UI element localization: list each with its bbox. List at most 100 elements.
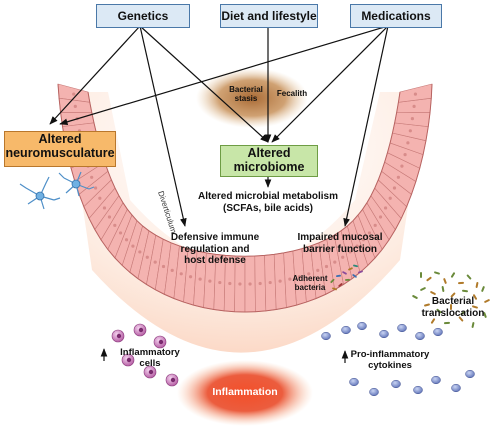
- cell-nucleus: [145, 255, 149, 259]
- cytokine: [369, 387, 379, 397]
- bacterium: [458, 281, 464, 285]
- arrow-medications-to-barrier: [343, 25, 389, 227]
- cytokine: [379, 329, 389, 339]
- bacterium: [444, 321, 450, 325]
- immune-regulation-label: Defensive immune regulation and host def…: [170, 232, 260, 266]
- cell-nucleus: [406, 141, 410, 145]
- altered-neuromusculature-box: Altered neuromusculature: [4, 131, 116, 167]
- cell-nucleus: [268, 280, 272, 285]
- cytokine: [451, 383, 461, 393]
- cell-nucleus: [218, 280, 222, 285]
- cell-nucleus: [408, 129, 412, 133]
- cell-nucleus: [72, 92, 76, 96]
- cell-nucleus: [400, 164, 404, 168]
- inflammatory-cell-nucleus: [170, 377, 176, 383]
- cell-nucleus: [324, 264, 329, 269]
- arrows: [49, 25, 389, 363]
- altered-microbiome-label: Altered microbiome: [233, 146, 305, 175]
- bacterium: [460, 310, 466, 316]
- cell-nucleus: [297, 275, 302, 279]
- diet-lifestyle-box: Diet and lifestyle: [220, 4, 318, 28]
- cell-nucleus: [373, 223, 377, 227]
- bacterium: [483, 312, 487, 318]
- inflammatory-cell-nucleus: [116, 333, 122, 339]
- inflammatory-cell-nucleus: [158, 339, 164, 345]
- bacterium: [336, 274, 341, 278]
- arrow-genetics-to-immune: [139, 25, 187, 227]
- cell-nucleus: [333, 260, 337, 264]
- bacterium: [330, 278, 335, 283]
- cell-nucleus: [228, 281, 232, 286]
- altered-neuromusculature-label: Altered neuromusculature: [5, 132, 115, 161]
- cell-nucleus: [198, 277, 202, 281]
- epithelium-basement-membrane: [57, 83, 433, 313]
- bacterium: [430, 318, 436, 324]
- cell-nucleus: [73, 104, 77, 108]
- bacterium: [466, 274, 472, 280]
- cytokine: [415, 331, 425, 341]
- cell-nucleus: [288, 277, 292, 281]
- cytokines-cluster: [321, 321, 475, 397]
- bacterium: [353, 264, 358, 268]
- bacterium: [352, 274, 357, 278]
- inflammatory-cells-label: Inflammatory cells: [120, 347, 180, 369]
- altered-metabolism-label: Altered microbial metabolism (SCFAs, bil…: [197, 191, 339, 214]
- cell-nucleus: [378, 215, 383, 219]
- cell-nucleus: [341, 255, 345, 259]
- cell-nucleus: [392, 186, 397, 190]
- diverticulum-label: Diverticulum: [156, 190, 178, 235]
- neuron-icon: [58, 171, 95, 197]
- bacterium: [472, 305, 478, 309]
- cytokine: [413, 385, 423, 395]
- cell-nucleus: [138, 250, 142, 254]
- cell-nucleus: [410, 117, 414, 121]
- cell-nucleus: [107, 215, 112, 219]
- medications-label: Medications: [361, 9, 431, 23]
- fecalith-label: Fecalith: [276, 89, 308, 98]
- cell-nucleus: [118, 231, 123, 235]
- cell-nucleus: [361, 238, 366, 242]
- bacterium: [342, 271, 347, 275]
- cell-nucleus: [367, 231, 372, 235]
- bacterium: [450, 292, 456, 298]
- cell-nucleus: [90, 175, 94, 179]
- cytokine: [349, 377, 359, 387]
- bacterium: [462, 289, 468, 293]
- cell-nucleus: [161, 264, 166, 269]
- cell-nucleus: [348, 250, 352, 254]
- bacterium: [344, 278, 350, 281]
- cell-nucleus: [188, 275, 193, 279]
- cell-nucleus: [413, 92, 418, 96]
- bacterium: [338, 282, 343, 287]
- cell-nucleus: [131, 244, 135, 248]
- cell-nucleus: [238, 282, 242, 286]
- cell-nucleus: [403, 153, 407, 157]
- altered-microbiome-box: Altered microbiome: [220, 145, 318, 177]
- cytokine: [341, 325, 351, 335]
- bacterium: [430, 291, 436, 295]
- bacterium: [441, 286, 445, 292]
- inflammatory-cell-nucleus: [148, 369, 154, 375]
- bacterial-translocation-label: Bacterial translocation: [421, 296, 485, 319]
- cytokine: [391, 379, 401, 389]
- bacterium: [449, 304, 453, 310]
- bacteria-cluster: [330, 264, 490, 328]
- bacterium: [436, 308, 442, 314]
- adherent-bacteria-label: Adherent bacteria: [292, 274, 328, 293]
- bacterium: [358, 270, 363, 274]
- cell-nucleus: [170, 268, 174, 272]
- cell-nucleus: [208, 279, 212, 283]
- bacterium: [332, 287, 337, 291]
- cell-nucleus: [113, 223, 117, 227]
- arrow-genetics-to-neuromusculature: [49, 25, 141, 125]
- cell-nucleus: [278, 279, 282, 283]
- cytokine: [433, 327, 443, 337]
- cell-nucleus: [248, 282, 252, 286]
- cell-nucleus: [153, 260, 157, 264]
- bacterium: [420, 272, 422, 278]
- arrow-medications-to-microbiome: [271, 25, 389, 143]
- bacterium: [426, 276, 432, 282]
- bacterium: [424, 303, 430, 307]
- cytokine: [321, 331, 331, 341]
- bacterium: [475, 282, 479, 288]
